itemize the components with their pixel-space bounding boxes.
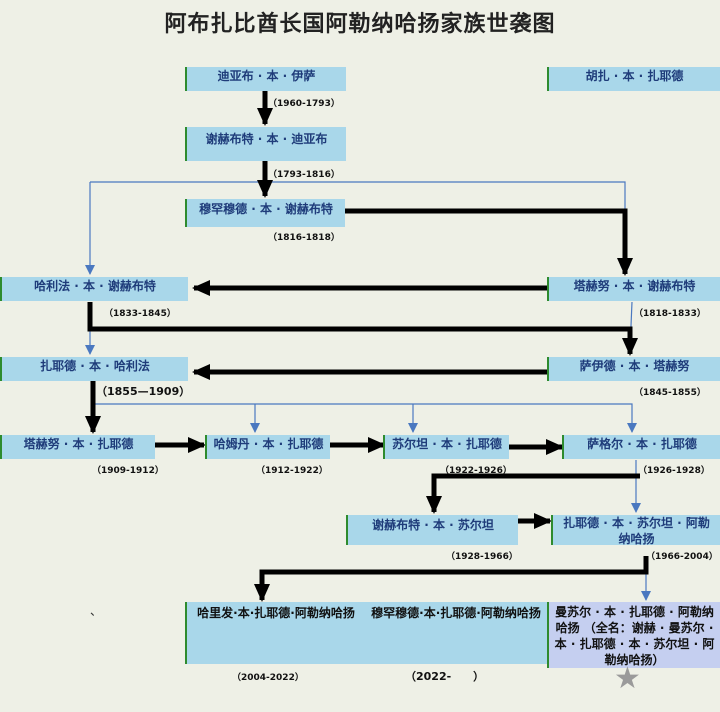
reign-date-khalifa: （1833-1845） [104,309,176,319]
person-box-huzayd: 胡扎 · 本 · 扎耶德 [547,67,720,91]
reign-date-shakhbut2: （1928-1966） [446,552,518,562]
ruler-box-khalifa2: 哈里发·本·扎耶德·阿勒纳哈扬 [185,602,365,664]
reign-date-sultan: （1922-1926） [440,466,512,476]
person-box-mansour: 曼苏尔 · 本 · 扎耶德 · 阿勒纳哈扬 （全名：谢赫 · 曼苏尔 · 本 ·… [547,602,720,668]
reign-date-saqr: （1926-1928） [638,466,710,476]
ruler-box-tahnun: 塔赫努 · 本 · 谢赫布特 [547,277,720,301]
ruler-box-khalifa: 哈利法 · 本 · 谢赫布特 [0,277,188,301]
ruler-box-tahnun2: 塔赫努 · 本 · 扎耶德 [0,435,155,459]
ruler-box-zayed2: 扎耶德 · 本 · 苏尔坦 · 阿勒纳哈扬 [551,515,720,546]
ruler-box-diyab: 迪亚布 · 本 · 伊萨 [185,67,346,91]
reign-date-shakhbut1: （1793-1816） [268,170,340,180]
reign-date-zayed1: （1855—1909） [96,385,191,398]
reign-date-mbz: （2022- ） [405,670,485,683]
reign-date-said: （1845-1855） [634,388,706,398]
reign-date-khalifa2: （2004-2022） [232,673,304,683]
ruler-box-hamdan: 哈姆丹 · 本 · 扎耶德 [205,435,330,459]
star-icon: ★ [614,661,641,696]
reign-date-muhammad: （1816-1818） [268,233,340,243]
stray-mark: 、 [90,604,103,618]
reign-date-hamdan: （1912-1922） [256,466,328,476]
page-title: 阿布扎比酋长国阿勒纳哈扬家族世袭图 [164,11,556,37]
ruler-box-sultan: 苏尔坦 · 本 · 扎耶德 [383,435,509,459]
ruler-box-saqr: 萨格尔 · 本 · 扎耶德 [562,435,720,459]
reign-date-tahnun: （1818-1833） [634,309,706,319]
ruler-box-shakhbut2: 谢赫布特 · 本 · 苏尔坦 [346,515,518,545]
succession-arrows [85,90,649,625]
reign-date-tahnun2: （1909-1912） [92,466,164,476]
ruler-box-mbz: 穆罕穆德·本·扎耶德·阿勒纳哈扬 [365,602,547,664]
ruler-box-muhammad: 穆罕穆德 · 本 · 谢赫布特 [185,199,345,227]
reign-date-zayed2: （1966-2004） [646,552,718,562]
reign-date-diyab: （1960-1793） [268,99,340,109]
ruler-box-shakhbut1: 谢赫布特 · 本 · 迪亚布 [185,127,346,161]
ruler-box-said: 萨伊德 · 本 · 塔赫努 [547,357,720,381]
ruler-box-zayed1: 扎耶德 · 本 · 哈利法 [0,357,188,381]
